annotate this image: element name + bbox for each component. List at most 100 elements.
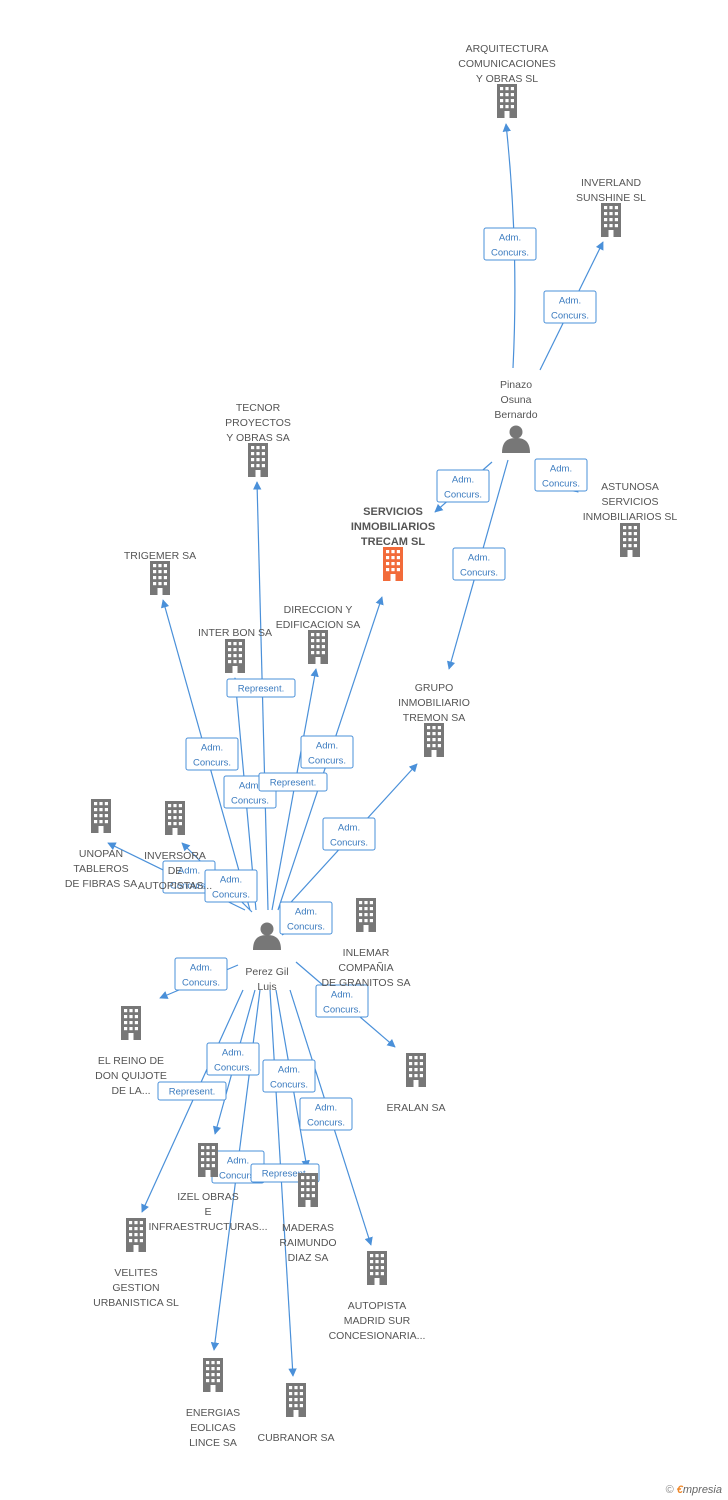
node-label-line: Perez Gil (245, 966, 288, 978)
relation-badge-label: Adm. (278, 1065, 300, 1076)
node-interbon[interactable]: INTER BON SA (198, 627, 272, 673)
node-label-line: INMOBILIARIO (398, 697, 470, 709)
relation-badge-pinazo-grupo[interactable]: Adm.Concurs. (452, 547, 506, 581)
node-label-line: Luis (257, 981, 276, 993)
relation-badge-label: Adm. (331, 990, 353, 1001)
node-label-line: SERVICIOS (363, 506, 423, 518)
relation-badge-label: Adm. (190, 963, 212, 974)
relation-badge-pinazo-astunosa[interactable]: Adm.Concurs. (534, 458, 588, 492)
relation-badge-pinazo-arq[interactable]: Adm.Concurs. (483, 227, 537, 261)
node-eralan[interactable]: ERALAN SA (387, 1053, 446, 1114)
relation-badge-label: Adm. (315, 1103, 337, 1114)
relation-badge-box (185, 737, 239, 771)
relation-badge-label: Adm. (222, 1048, 244, 1059)
building-icon (620, 523, 640, 557)
relation-badge-perez-servicios[interactable]: Adm.Concurs. (300, 735, 354, 769)
node-label-line: EDIFICACION SA (276, 619, 361, 631)
relation-badge-perez-trigemer[interactable]: Adm.Concurs. (185, 737, 239, 771)
relation-badge-perez-inversora[interactable]: Adm.Concurs. (204, 869, 258, 903)
node-label-line: INMOBILIARIOS (351, 521, 435, 533)
relation-badge-perez-maderas[interactable]: Adm. Concurs. (262, 1059, 316, 1093)
relation-badge-label: Adm. (452, 475, 474, 486)
node-label-line: INMOBILIARIOS SL (583, 511, 678, 523)
relation-badge-label: Concurs. (182, 978, 220, 989)
relation-badge-label: Concurs. (214, 1063, 252, 1074)
building-icon (121, 1006, 141, 1040)
relation-badge-perez-reino[interactable]: Adm. Concurs. (174, 957, 228, 991)
node-label-line: MADERAS (282, 1222, 334, 1234)
node-inverland[interactable]: INVERLAND SUNSHINE SL (576, 177, 646, 237)
relation-badge-label: Concurs. (287, 922, 325, 933)
node-label-line: SUNSHINE SL (576, 192, 646, 204)
relation-badge-label: Adm. (178, 866, 200, 877)
node-label-line: Bernardo (494, 409, 537, 421)
brand-logo-text: mpresia (682, 1484, 722, 1496)
relation-badge-label: Adm. (239, 781, 261, 792)
relation-badge-perez-izel[interactable]: Adm. Concurs. (206, 1042, 260, 1076)
relation-badge-box (300, 735, 354, 769)
node-cubranor[interactable]: CUBRANOR SA (257, 1383, 335, 1444)
relation-badge-label: Concurs. (270, 1080, 308, 1091)
building-icon (286, 1383, 306, 1417)
relation-badge-label: Concurs. (308, 756, 346, 767)
relation-badge-label: Represent. (270, 778, 316, 789)
node-label-line: TABLEROS (73, 863, 128, 875)
node-label-line: EOLICAS (190, 1422, 236, 1434)
node-label-line: AUTOPISTAS... (138, 880, 212, 892)
node-arq[interactable]: ARQUITECTURA COMUNICACIONES Y OBRAS SL (458, 43, 556, 118)
building-icon (165, 801, 185, 835)
building-icon (356, 898, 376, 932)
relation-badge-label: Concurs. (491, 248, 529, 259)
relation-badge-perez-direccion[interactable]: Represent. (258, 772, 328, 792)
relation-badge-perez-eralan[interactable]: Adm.Concurs. (315, 984, 369, 1018)
relation-badge-box (262, 1059, 316, 1093)
node-label-line: INVERLAND (581, 177, 642, 189)
person-icon (502, 425, 530, 453)
relation-badge-box (279, 901, 333, 935)
node-trigemer[interactable]: TRIGEMER SA (124, 550, 196, 595)
node-label-line: Y OBRAS SL (476, 73, 538, 85)
node-label-line: LINCE SA (189, 1437, 237, 1449)
building-icon (601, 203, 621, 237)
relation-badge-box (204, 869, 258, 903)
building-icon (308, 630, 328, 664)
relation-badge-label: Represent. (169, 1087, 215, 1098)
node-inversora[interactable]: INVERSORADEAUTOPISTAS... (138, 801, 212, 892)
relation-badge-label: Concurs. (307, 1118, 345, 1129)
relation-badge-perez-tecnor[interactable]: Represent. (226, 678, 296, 698)
relation-badge-box (174, 957, 228, 991)
node-label-line: INLEMAR (343, 947, 390, 959)
node-label-line: ARQUITECTURA (466, 43, 549, 55)
node-izel[interactable]: IZEL OBRASEINFRAESTRUCTURAS... (148, 1143, 268, 1233)
relation-badge-perez-inlemar[interactable]: Adm.Concurs. (279, 901, 333, 935)
relation-badge-pinazo-servicios[interactable]: Adm.Concurs. (436, 469, 490, 503)
relation-badge-perez-unopan[interactable]: Adm.Concurs. (162, 860, 216, 894)
node-label-line: DE LA... (111, 1085, 150, 1097)
node-label-line: INFRAESTRUCTURAS... (148, 1221, 267, 1233)
relation-badge-pinazo-inverland[interactable]: Adm.Concurs. (543, 290, 597, 324)
relation-badge-perez-autopista[interactable]: Adm. Concurs. (299, 1097, 353, 1131)
node-label-line: CUBRANOR SA (257, 1432, 334, 1444)
relation-badge-perez-grupo[interactable]: Adm.Concurs. (322, 817, 376, 851)
relation-badge-perez-velites[interactable]: Represent. (157, 1081, 227, 1101)
node-label-line: COMUNICACIONES (458, 58, 555, 70)
node-label-line: SERVICIOS (602, 496, 659, 508)
node-label-line: Y OBRAS SA (226, 432, 289, 444)
node-label-line: PROYECTOS (225, 417, 291, 429)
node-label-line: IZEL OBRAS (177, 1191, 238, 1203)
